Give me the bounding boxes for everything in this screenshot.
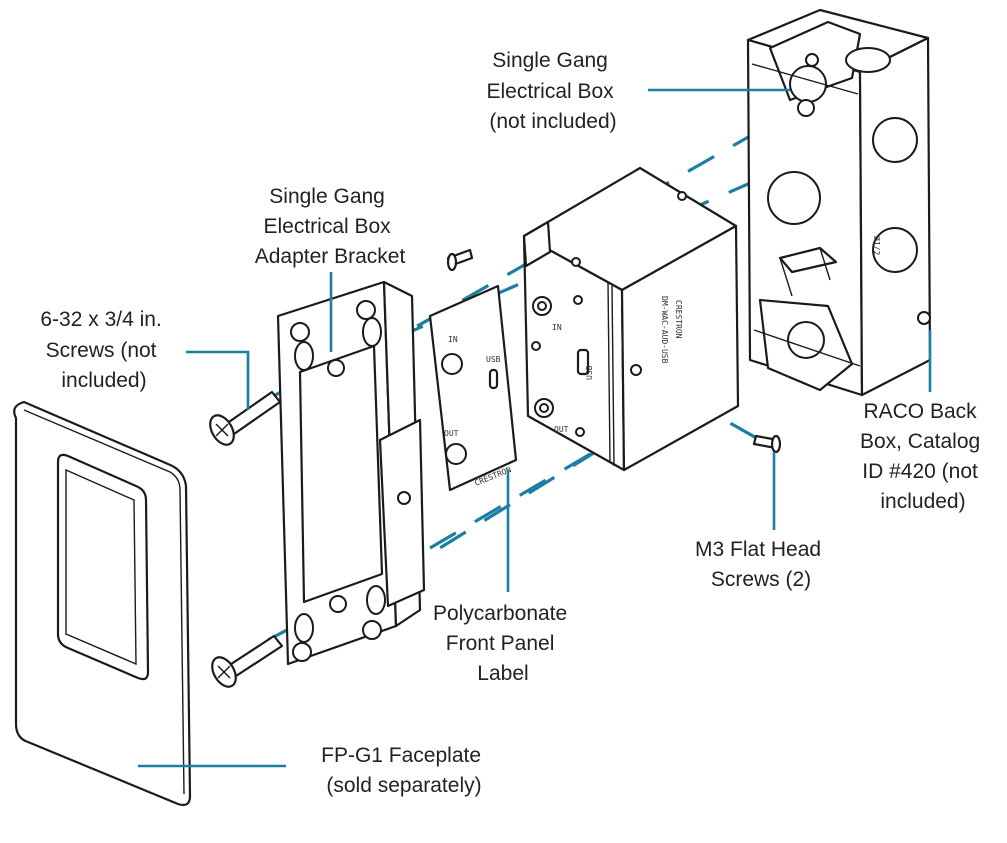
label-faceplate: FP-G1 Faceplate (sold separately) — [321, 744, 487, 797]
raco-back-box: Ø1/2 — [746, 8, 932, 397]
device-brand-label: CRESTRON — [674, 300, 683, 339]
label-screws-632: 6-32 x 3/4 in. Screws (not included) — [40, 308, 167, 392]
label-m3-screws: M3 Flat Head Screws (2) — [695, 538, 827, 591]
device-model-label: DM-WAC-AUD-USB — [660, 296, 669, 364]
svg-text:IN: IN — [448, 335, 458, 344]
label-raco-box: RACO Back Box, Catalog ID #420 (not incl… — [860, 400, 986, 513]
svg-text:OUT: OUT — [444, 429, 459, 438]
adapter-bracket-part — [276, 280, 426, 666]
port-usb-icon — [576, 348, 590, 376]
label-front-panel: Polycarbonate Front Panel Label — [433, 602, 573, 685]
faceplate-part — [13, 400, 192, 807]
svg-text:Ø1/2: Ø1/2 — [872, 236, 882, 255]
label-electrical-box: Single Gang Electrical Box (not included… — [486, 49, 619, 133]
label-adapter-bracket: Single Gang Electrical Box Adapter Brack… — [255, 185, 406, 268]
wall-plate-device: IN OUT USB CRESTRON DM-WAC-AUD-USB — [522, 166, 740, 472]
device-port-in-label: IN — [552, 323, 562, 332]
svg-text:USB: USB — [486, 355, 501, 364]
leader-screws-632 — [186, 350, 250, 410]
screw-632-upper — [209, 390, 282, 446]
screw-632-lower — [211, 634, 284, 688]
device-port-usb-label: USB — [585, 365, 594, 380]
leader-lines — [138, 88, 932, 768]
m3-screw-top — [446, 248, 474, 272]
m3-screw-right — [752, 434, 782, 454]
front-panel-label-part: IN OUT USB CRESTRON — [428, 284, 518, 492]
device-port-out-label: OUT — [554, 425, 569, 434]
